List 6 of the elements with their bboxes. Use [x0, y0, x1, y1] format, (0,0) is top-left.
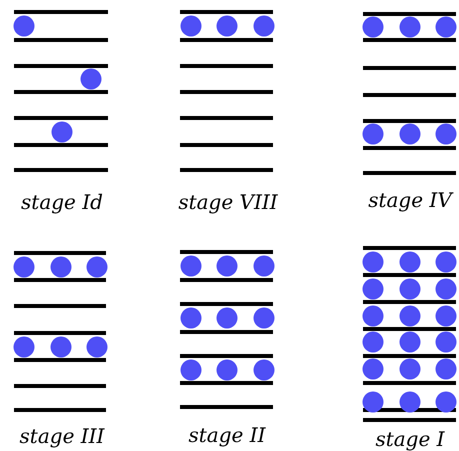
stage-label: stage III [20, 424, 104, 448]
stage-label: stage IV [368, 188, 452, 212]
stage-label: stage II [188, 423, 266, 447]
stage-label: stage Id [21, 190, 103, 214]
stage-label: stage I [375, 427, 445, 451]
stage-label: stage VIII [178, 190, 278, 214]
